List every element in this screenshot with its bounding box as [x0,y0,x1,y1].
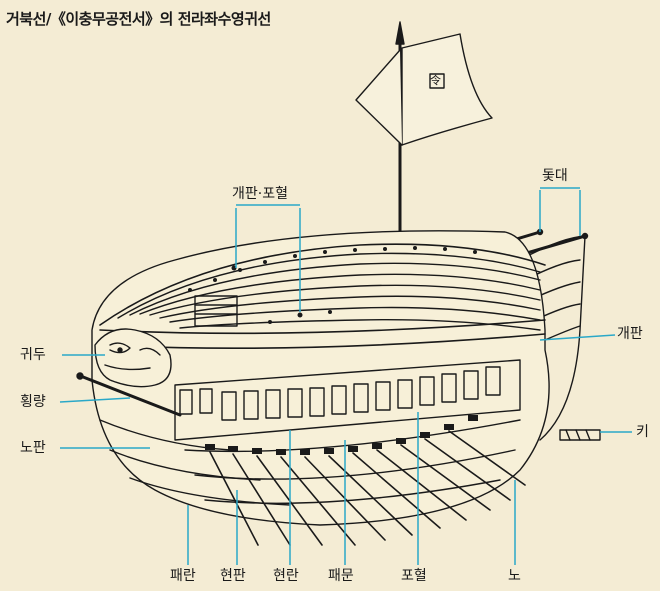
label-hyeonran: 현란 [273,568,299,584]
side-panels [174,359,521,441]
oar-ports [205,415,478,455]
label-nopan: 노판 [20,440,46,456]
roof-deck [99,243,546,331]
label-tongdae: 돛대 [542,168,568,184]
label-paeran: 패란 [170,568,196,584]
diagram-title: 거북선/《이충무공전서》의 전라좌수영귀선 [6,10,271,28]
leader-gaepan [539,334,616,341]
label-gwidu: 귀두 [20,347,46,363]
rudder [559,429,601,441]
label-hyeonpan: 현판 [220,568,246,584]
dragon-head [94,328,172,388]
label-gaepan-porhyeol: 개판·포혈 [232,186,288,202]
label-porhyeol: 포혈 [401,568,427,584]
roof-hatch [194,295,238,327]
label-hoengnyang: 횡량 [20,394,46,410]
label-paemun: 패문 [328,568,354,584]
label-ki: 키 [636,424,649,440]
flag-mark: 令 [430,74,441,87]
label-gaepan: 개판 [617,326,643,342]
leader-hoengnyang [59,397,131,403]
leader-lines [59,187,632,565]
label-no: 노 [508,568,521,584]
flag [355,33,493,146]
